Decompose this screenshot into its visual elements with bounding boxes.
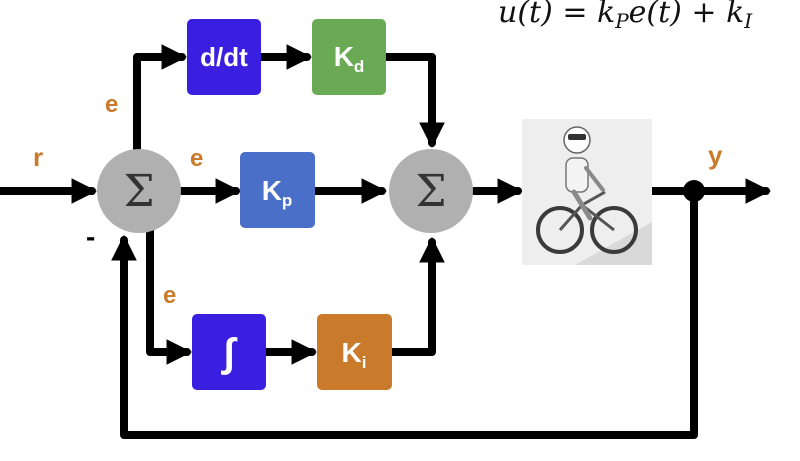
error-label-mid: e bbox=[190, 145, 203, 172]
kd-block-box bbox=[312, 19, 386, 95]
error-label-top: e bbox=[105, 91, 118, 118]
integral-block-label: ∫ bbox=[221, 331, 238, 375]
ki-to-summer-wire bbox=[388, 236, 445, 356]
derivative-block: d/dt bbox=[187, 19, 261, 95]
error-summer-symbol: Σ bbox=[123, 166, 154, 217]
kd-block-label: Kd bbox=[334, 41, 365, 76]
robot-torso bbox=[565, 157, 589, 193]
robot-cyclist-icon bbox=[522, 119, 652, 265]
bike-handlebar bbox=[581, 190, 606, 207]
integral-branch-wire bbox=[146, 224, 193, 365]
bike-front-wheel bbox=[590, 206, 638, 254]
derivative-block-label: d/dt bbox=[200, 42, 248, 72]
derivative-block-box bbox=[187, 19, 261, 95]
feedback-wire bbox=[111, 187, 698, 439]
ki-block-box bbox=[317, 314, 392, 390]
derivative-branch-wire bbox=[133, 44, 188, 154]
plant-ground-shadow bbox=[522, 222, 652, 265]
ki-block-label: Ki bbox=[342, 337, 367, 372]
error-label-bottom: e bbox=[163, 282, 176, 309]
robot-leg bbox=[571, 189, 593, 221]
feedback-minus-sign: - bbox=[86, 221, 95, 252]
reference-signal-label: r bbox=[33, 142, 43, 172]
error-summer-circle bbox=[97, 149, 181, 233]
robot-arm bbox=[584, 166, 605, 192]
output-signal-label: y bbox=[708, 140, 723, 170]
control-summer-circle bbox=[389, 149, 473, 233]
pid-equation: u(t) = kPe(t) + kI bbox=[498, 0, 753, 33]
bike-rear-wheel bbox=[536, 206, 584, 254]
control-summer: Σ bbox=[389, 149, 473, 233]
branch-point bbox=[683, 180, 705, 202]
ki-block: Ki bbox=[317, 314, 392, 390]
robot-visor bbox=[568, 134, 586, 140]
kp-block-box bbox=[240, 152, 315, 228]
error-summer: Σ bbox=[97, 149, 181, 233]
integral-block-box bbox=[192, 314, 266, 390]
kp-block-label: Kp bbox=[262, 175, 293, 210]
control-summer-symbol: Σ bbox=[415, 166, 446, 217]
kp-block: Kp bbox=[240, 152, 315, 228]
kd-to-summer-wire bbox=[382, 53, 445, 149]
integral-block: ∫ bbox=[192, 314, 266, 390]
kd-block: Kd bbox=[312, 19, 386, 95]
